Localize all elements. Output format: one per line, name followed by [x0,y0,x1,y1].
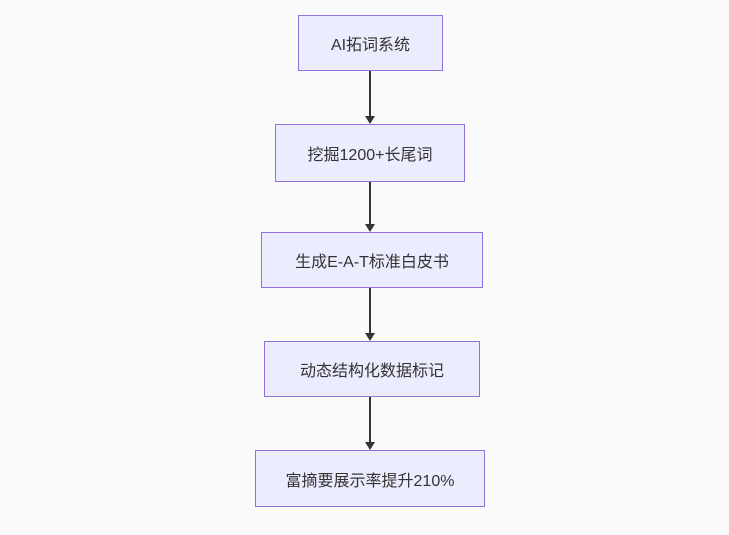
arrow-line [369,288,371,335]
flow-node-structured-data-markup: 动态结构化数据标记 [264,341,480,397]
arrowhead-down-icon [365,333,375,341]
node-label: 富摘要展示率提升210% [285,472,455,490]
node-label: 挖掘1200+长尾词 [307,147,433,164]
flow-arrow-2 [364,182,376,232]
arrowhead-down-icon [365,442,375,450]
arrowhead-down-icon [365,116,375,124]
node-label: 生成E-A-T标准白皮书 [295,254,449,271]
arrow-line [369,182,371,226]
flow-node-longtail-keywords: 挖掘1200+长尾词 [275,124,465,182]
arrow-line [369,71,371,118]
arrowhead-down-icon [365,224,375,232]
arrow-line [369,397,371,444]
node-label: 动态结构化数据标记 [299,363,444,380]
flow-node-eat-whitepaper: 生成E-A-T标准白皮书 [261,232,483,288]
node-label: AI拓词系统 [330,37,411,54]
flow-arrow-1 [364,71,376,124]
flow-node-ai-word-expansion-system: AI拓词系统 [298,15,443,71]
flow-arrow-3 [364,288,376,341]
flow-arrow-4 [364,397,376,450]
flow-node-rich-snippet-rate: 富摘要展示率提升210% [255,450,485,507]
